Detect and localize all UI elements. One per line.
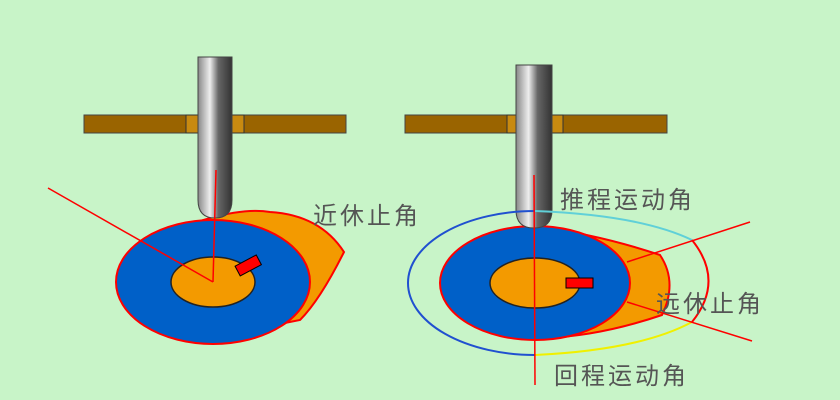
near-dwell-arc — [407, 210, 536, 356]
rise-arc — [534, 210, 693, 241]
near-dwell-label-left: 近休止角 — [313, 202, 421, 230]
return-angle-label: 回程运动角 — [554, 362, 689, 390]
left-cam-mechanism — [47, 56, 347, 345]
left-key — [234, 254, 263, 277]
rise-angle-label: 推程运动角 — [560, 186, 695, 214]
far-dwell-arc — [691, 239, 710, 323]
far-dwell-label: 远休止角 — [656, 290, 764, 318]
right-cam-mechanism — [404, 64, 753, 386]
return-arc — [534, 321, 693, 356]
right-key — [565, 277, 594, 289]
